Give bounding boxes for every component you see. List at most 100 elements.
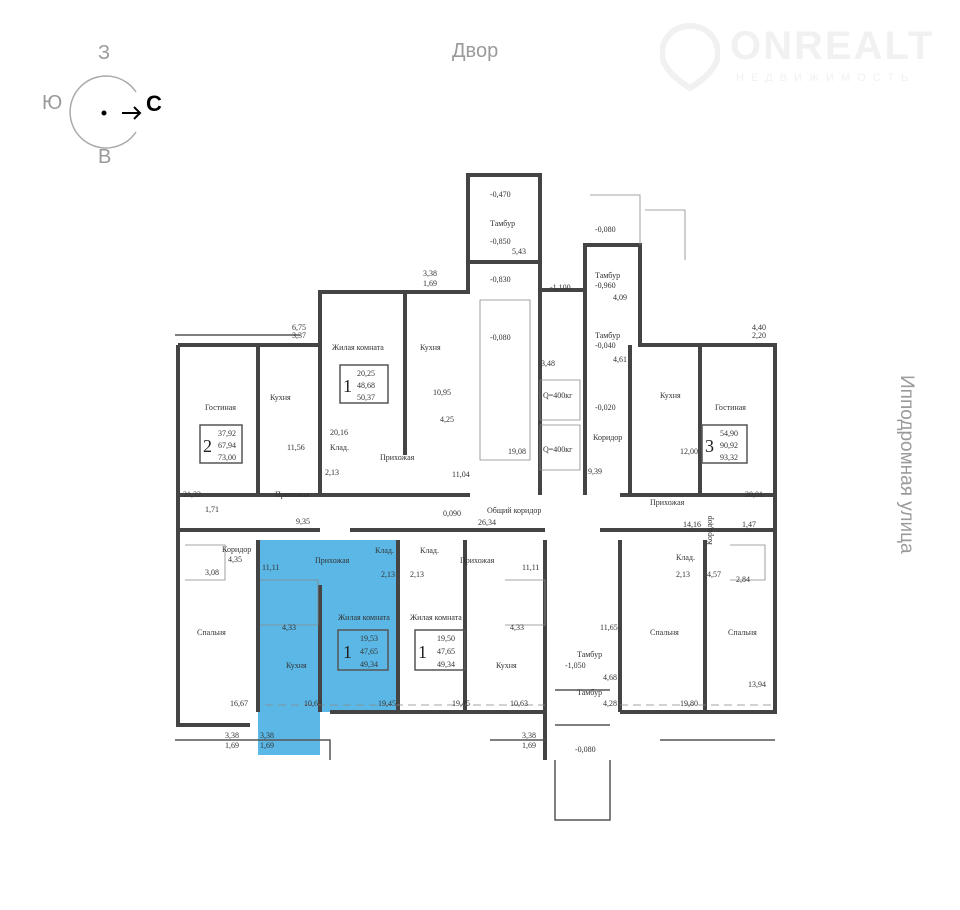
room-label: Прихожая [650,498,685,507]
dim: 2,13 [410,570,424,579]
room-label: Спальня [650,628,679,637]
dim: 4,35 [228,555,242,564]
compass-rose: З Ю В С [40,40,180,180]
room-label: Кухня [420,343,441,352]
dim: 3,48 [541,359,555,368]
room-label: Тамбур [577,650,602,659]
building-walls [175,173,777,821]
area-living: 20,25 [357,369,375,378]
level-mark: -0,960 [595,281,616,290]
dim: 3,38 [225,731,239,740]
dim: 12,00 [680,447,698,456]
dim: 1,69 [522,741,536,750]
room-label: Тамбур [490,219,515,228]
house-pin-icon [658,22,722,92]
room-label: Спальня [197,628,226,637]
room-label: Кухня [660,391,681,400]
dim: 1,69 [260,741,274,750]
room-label: Коридор [222,545,251,554]
room-label: Жилая комната [410,613,462,622]
area-with-balcony: 49,34 [437,660,455,669]
selected-apartment-area[interactable] [258,540,398,755]
dim: 4,61 [613,355,627,364]
room-label: Кухня [270,393,291,402]
level-mark: -1,050 [565,661,586,670]
level-mark: -1,100 [550,283,571,292]
dim: 20,01 [745,490,763,499]
dim: 14,16 [683,520,701,529]
dim: 3,37 [292,331,306,340]
dim: 1,47 [742,520,756,529]
area-living: 54,90 [720,429,738,438]
area-with-balcony: 49,34 [360,660,378,669]
dim: 10,63 [510,699,528,708]
dim: 3,38 [522,731,536,740]
level-mark: -0,470 [490,190,511,199]
dim: 2,13 [676,570,690,579]
room-label: Прихожая [460,556,495,565]
dim: 3,38 [423,269,437,278]
area-total: 48,68 [357,381,375,390]
level-mark: -0,080 [595,225,616,234]
room-label: Клад. [330,443,349,452]
watermark-subtitle: НЕДВИЖИМОСТЬ [736,72,916,84]
room-label: Тамбур [595,331,620,340]
dim: 2,13 [325,468,339,477]
room-label: Прихожая [380,453,415,462]
dim: 16,67 [230,699,248,708]
room-label: Жилая комната [338,613,390,622]
dim: 26,34 [478,518,496,527]
dim: 2,13 [381,570,395,579]
dim: 1,69 [225,741,239,750]
dim: 4,28 [603,699,617,708]
room-label: Кухня [286,661,307,670]
street-label: Ипподромная улица [896,375,917,554]
room-label: Тамбур [595,271,620,280]
level-mark: -0,080 [575,745,596,754]
dim: 4,09 [613,293,627,302]
dim: 1,69 [423,279,437,288]
compass-west: З [98,42,111,64]
room-count: 2 [203,436,212,456]
dim: 4,25 [440,415,454,424]
lift-capacity: Q=400кг [543,445,573,454]
area-living: 19,50 [437,634,455,643]
dim: 1,71 [205,505,219,514]
dim: 11,11 [522,563,539,572]
dim: 9,39 [588,467,602,476]
dim: 4,33 [282,623,296,632]
room-label: Спальня [728,628,757,637]
dim: 10,95 [433,388,451,397]
room-label: Коридор [705,516,714,545]
room-label: Клад. [420,546,439,555]
level-mark: -0,020 [595,403,616,412]
area-living: 37,92 [218,429,236,438]
dim: 10,63 [304,699,322,708]
dim: 19,45 [378,699,396,708]
dim: 11,11 [262,563,279,572]
room-label: Клад. [676,553,695,562]
level-mark: -0,850 [490,237,511,246]
compass-circle-icon [69,75,142,149]
dim: 11,65 [600,623,618,632]
room-label: Коридор [593,433,622,442]
level-mark: -0,040 [595,341,616,350]
dim: 11,04 [452,470,470,479]
dim: 3,38 [260,731,274,740]
room-count: 1 [343,376,352,396]
area-living: 19,53 [360,634,378,643]
room-label: Кухня [496,661,517,670]
dim: 4,68 [603,673,617,682]
dim: 11,56 [287,443,305,452]
selected-apartment[interactable]: Прихожая Клад. Жилая комната Кухня 1 19,… [260,546,396,750]
dim: 13,94 [748,680,766,689]
room-label: Гостиная [205,403,236,412]
watermark-title: ONREALT [730,24,935,68]
room-label: Жилая комната [332,343,384,352]
area-with-balcony: 73,00 [218,453,236,462]
courtyard-label: Двор [452,40,499,62]
area-total: 47,65 [437,647,455,656]
dim: 5,43 [512,247,526,256]
dim: 20,16 [330,428,348,437]
